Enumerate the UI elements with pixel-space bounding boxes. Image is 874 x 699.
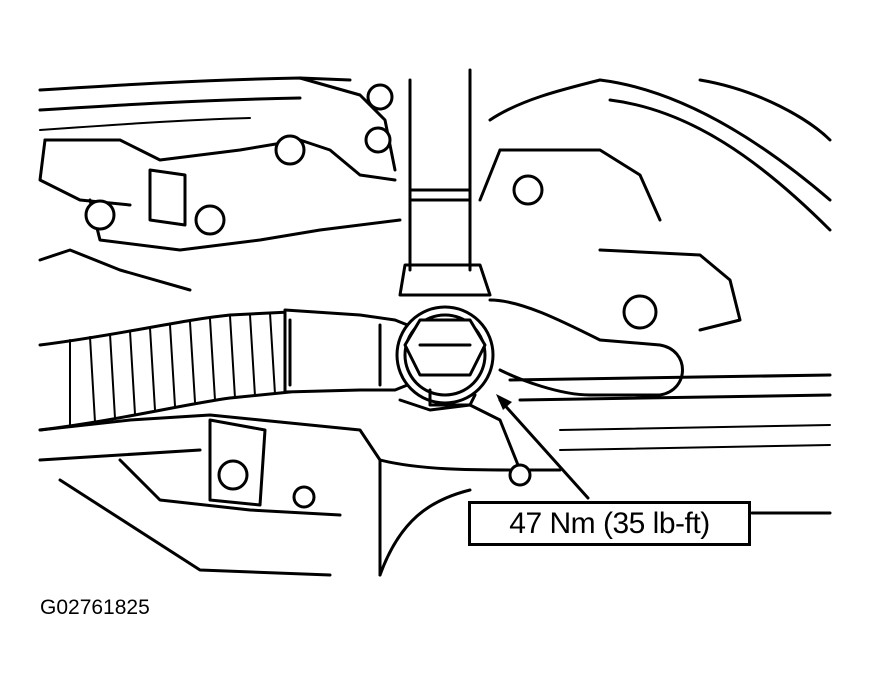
hex-bolt [395,305,495,407]
bracket-right [488,248,832,451]
flywheel-housing [478,78,832,232]
vertical-shaft [398,68,492,297]
small-bolts [84,83,658,509]
leader-line [496,394,832,515]
figure-code: G02761825 [40,596,150,619]
upper-housing [38,76,402,292]
corrugated-hose [38,310,292,432]
torque-callout: 47 Nm (35 lb-ft) [468,501,751,546]
torque-label: 47 Nm (35 lb-ft) [509,506,710,540]
